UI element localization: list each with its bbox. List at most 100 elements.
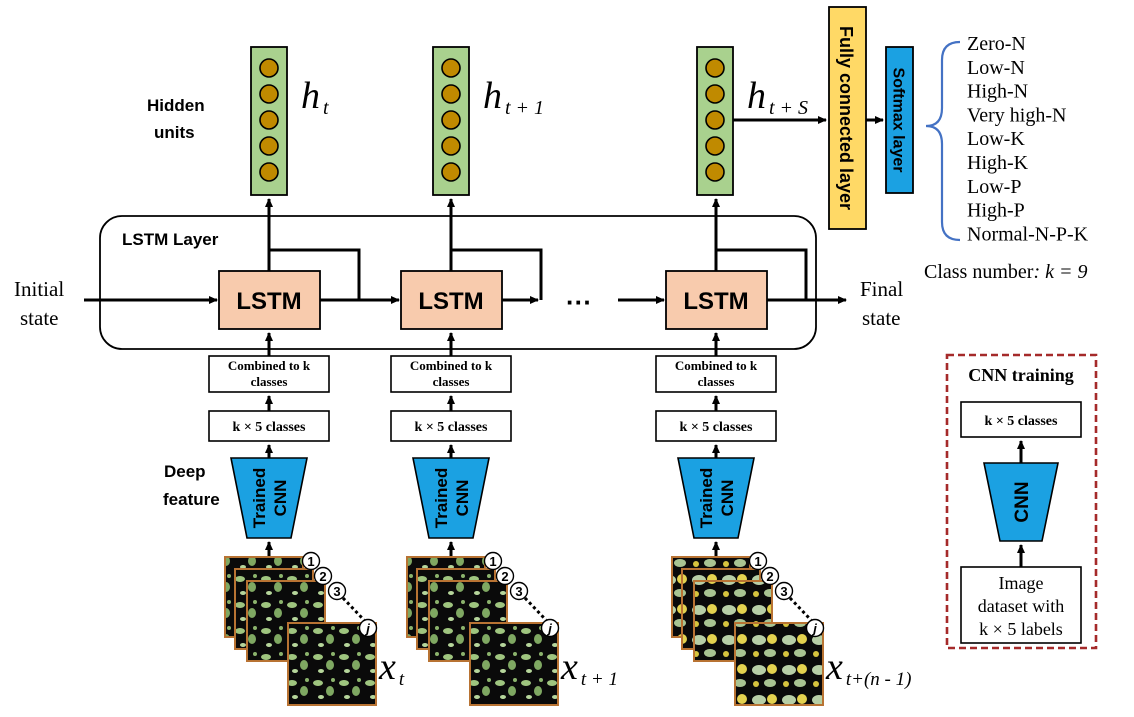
stack-marker xyxy=(760,566,780,586)
softmax-label: Softmax layer xyxy=(890,68,907,173)
plant-image xyxy=(734,622,824,706)
hidden-vector xyxy=(250,46,288,196)
hidden-units-label: Hidden xyxy=(147,96,205,115)
kx5-box xyxy=(655,410,777,442)
stack-dots xyxy=(341,596,366,622)
hidden-unit xyxy=(705,136,725,156)
deep-feature-label: Deep xyxy=(164,462,206,481)
initial-state-label: Initial xyxy=(14,277,64,301)
final-state-label: Final xyxy=(860,277,903,301)
cnn-training-panel xyxy=(945,353,1098,650)
trained-cnn xyxy=(230,457,308,539)
lstm-layer-box xyxy=(99,215,817,350)
class-item: Low-P xyxy=(967,176,1021,198)
stack-marker xyxy=(327,581,347,601)
lstm-cell-label: LSTM xyxy=(683,288,748,315)
class-item: Normal-N-P-K xyxy=(967,223,1089,245)
hidden-unit xyxy=(441,84,461,104)
stack-dots xyxy=(523,596,548,622)
stack-marker xyxy=(805,618,825,638)
stack-marker xyxy=(358,618,378,638)
kx5-box-label: k × 5 classes xyxy=(680,420,753,435)
plant-image xyxy=(469,622,559,706)
stack-marker-label: j xyxy=(364,621,370,636)
stack-marker xyxy=(748,551,768,571)
stack-marker xyxy=(483,551,503,571)
class-item: Low-N xyxy=(967,57,1025,79)
trained-cnn xyxy=(412,457,490,539)
training-cnn xyxy=(983,462,1059,542)
hidden-unit xyxy=(705,110,725,130)
deep-feature-label: feature xyxy=(163,490,220,509)
class-number-label: Class number: k = 9 xyxy=(924,261,1087,283)
fully-connected-layer xyxy=(828,6,867,230)
hidden-units-label: units xyxy=(154,123,195,142)
kx5-box xyxy=(390,410,512,442)
initial-state-label: state xyxy=(20,306,58,330)
hidden-unit xyxy=(705,84,725,104)
stack-marker-label: 3 xyxy=(515,584,522,599)
stack-marker-label: 1 xyxy=(754,554,761,569)
class-item: High-P xyxy=(967,200,1025,222)
trained-cnn-label: Trained xyxy=(432,468,451,528)
cnn-training-title: CNN training xyxy=(968,365,1074,385)
combined-box xyxy=(390,355,512,393)
class-item: Low-K xyxy=(967,128,1025,150)
stack-dots xyxy=(788,596,813,622)
stack-marker-label: j xyxy=(546,621,552,636)
stack-marker xyxy=(301,551,321,571)
class-brace xyxy=(925,40,961,242)
stack-marker xyxy=(313,566,333,586)
combined-box-label: classes xyxy=(698,374,735,389)
final-state-label: state xyxy=(862,306,900,330)
class-item: Very high-N xyxy=(967,104,1066,126)
stack-marker-label: 3 xyxy=(780,584,787,599)
hidden-unit xyxy=(259,136,279,156)
stack-marker-label: 2 xyxy=(501,569,508,584)
lstm-cell xyxy=(400,270,503,330)
lstm-cell xyxy=(665,270,768,330)
plant-image xyxy=(287,622,377,706)
class-item: High-N xyxy=(967,81,1028,103)
hidden-unit xyxy=(441,110,461,130)
combined-box-label: classes xyxy=(433,374,470,389)
stack-marker-label: 1 xyxy=(489,554,496,569)
trained-cnn-label: Trained xyxy=(250,468,269,528)
hidden-unit xyxy=(441,136,461,156)
class-item: Zero-N xyxy=(967,33,1026,55)
image-dataset-label: k × 5 labels xyxy=(979,619,1063,639)
trained-cnn xyxy=(677,457,755,539)
training-cnn-label: CNN xyxy=(1012,481,1033,522)
fully-connected-label-group: Fully connected layer xyxy=(836,26,856,210)
stack-marker xyxy=(540,618,560,638)
plant-image xyxy=(693,580,773,662)
hidden-unit xyxy=(259,84,279,104)
softmax-layer xyxy=(885,46,914,194)
trained-cnn-label: Trained xyxy=(697,468,716,528)
stack-marker-label: 2 xyxy=(766,569,773,584)
lstm-cell-label: LSTM xyxy=(236,288,301,315)
stack-marker xyxy=(495,566,515,586)
lstm-layer-label: LSTM Layer xyxy=(122,230,219,249)
hidden-to-next-line xyxy=(269,248,361,300)
hidden-to-next-line xyxy=(451,248,543,300)
stack-marker-label: 1 xyxy=(307,554,314,569)
image-dataset-label: dataset with xyxy=(978,596,1064,616)
fully-connected-label: Fully connected layer xyxy=(836,26,856,210)
softmax-label-group: Softmax layer xyxy=(890,68,907,173)
hidden-unit xyxy=(705,58,725,78)
image-dataset-label: Image xyxy=(999,573,1044,593)
training-cnn-label-group: CNN xyxy=(1012,481,1033,522)
trained-cnn-label: CNN xyxy=(718,480,737,517)
class-item: High-K xyxy=(967,152,1029,174)
stack-marker xyxy=(509,581,529,601)
hidden-to-next-line xyxy=(716,248,808,300)
